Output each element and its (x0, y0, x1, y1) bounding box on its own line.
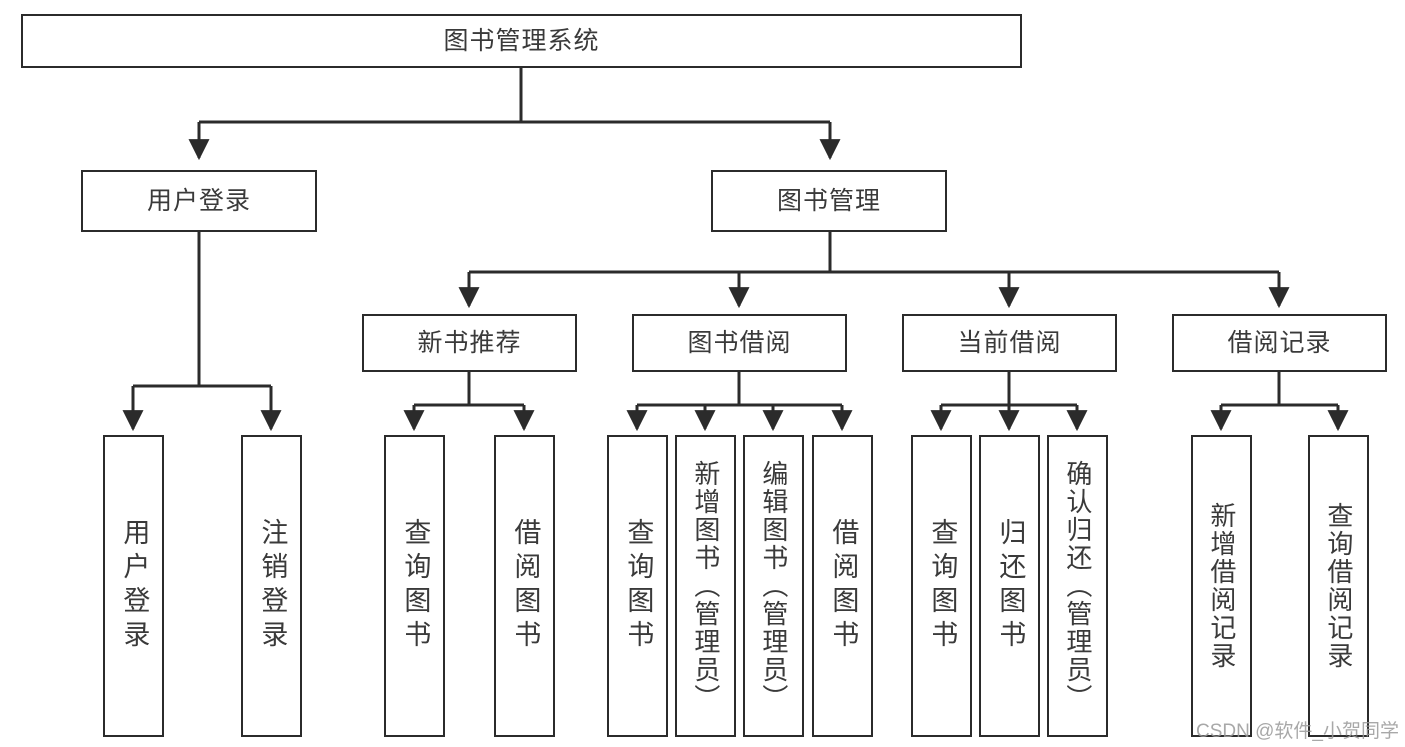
node-leaf-confirm-return[interactable]: 确认归还（管理员） (1047, 435, 1108, 737)
node-leaf-edit-book-label: 编辑图书（管理员） (758, 460, 789, 712)
node-leaf-borrow-book-2[interactable]: 借阅图书 (812, 435, 873, 737)
node-book-manage-label: 图书管理 (776, 186, 881, 215)
node-leaf-confirm-return-label: 确认归还（管理员） (1062, 460, 1093, 712)
node-leaf-query-book-3-label: 查询图书 (927, 518, 958, 654)
node-leaf-query-book-2-label: 查询图书 (623, 518, 654, 654)
node-leaf-add-book[interactable]: 新增图书（管理员） (675, 435, 736, 737)
node-leaf-query-book-3[interactable]: 查询图书 (911, 435, 972, 737)
node-root[interactable]: 图书管理系统 (21, 14, 1022, 68)
node-leaf-return-book[interactable]: 归还图书 (979, 435, 1040, 737)
node-leaf-add-record-label: 新增借阅记录 (1206, 502, 1237, 670)
node-leaf-borrow-book-2-label: 借阅图书 (828, 518, 859, 654)
node-leaf-query-book-2[interactable]: 查询图书 (607, 435, 668, 737)
node-borrow-record[interactable]: 借阅记录 (1172, 314, 1387, 372)
node-leaf-user-login[interactable]: 用户登录 (103, 435, 164, 737)
node-new-book-recommend[interactable]: 新书推荐 (362, 314, 577, 372)
node-leaf-edit-book[interactable]: 编辑图书（管理员） (743, 435, 804, 737)
node-leaf-user-logout-label: 注销登录 (257, 518, 288, 654)
node-leaf-add-record[interactable]: 新增借阅记录 (1191, 435, 1252, 737)
node-leaf-query-record-label: 查询借阅记录 (1323, 502, 1354, 670)
node-book-borrow-label: 图书借阅 (687, 328, 792, 357)
node-book-manage[interactable]: 图书管理 (711, 170, 947, 232)
node-root-label: 图书管理系统 (443, 26, 600, 55)
node-leaf-user-logout[interactable]: 注销登录 (241, 435, 302, 737)
node-leaf-add-book-label: 新增图书（管理员） (690, 460, 721, 712)
node-user-login-label: 用户登录 (146, 186, 251, 215)
node-book-borrow[interactable]: 图书借阅 (632, 314, 847, 372)
node-leaf-borrow-book-1[interactable]: 借阅图书 (494, 435, 555, 737)
node-leaf-query-book-1[interactable]: 查询图书 (384, 435, 445, 737)
csdn-watermark: CSDN @软件_小贺同学 (1196, 721, 1399, 742)
node-leaf-user-login-label: 用户登录 (119, 518, 150, 654)
node-leaf-query-book-1-label: 查询图书 (400, 518, 431, 654)
node-new-book-recommend-label: 新书推荐 (417, 328, 522, 357)
node-current-borrow-label: 当前借阅 (957, 328, 1062, 357)
node-current-borrow[interactable]: 当前借阅 (902, 314, 1117, 372)
node-leaf-borrow-book-1-label: 借阅图书 (510, 518, 541, 654)
node-user-login[interactable]: 用户登录 (81, 170, 317, 232)
node-borrow-record-label: 借阅记录 (1227, 328, 1332, 357)
node-leaf-return-book-label: 归还图书 (995, 518, 1026, 654)
node-leaf-query-record[interactable]: 查询借阅记录 (1308, 435, 1369, 737)
